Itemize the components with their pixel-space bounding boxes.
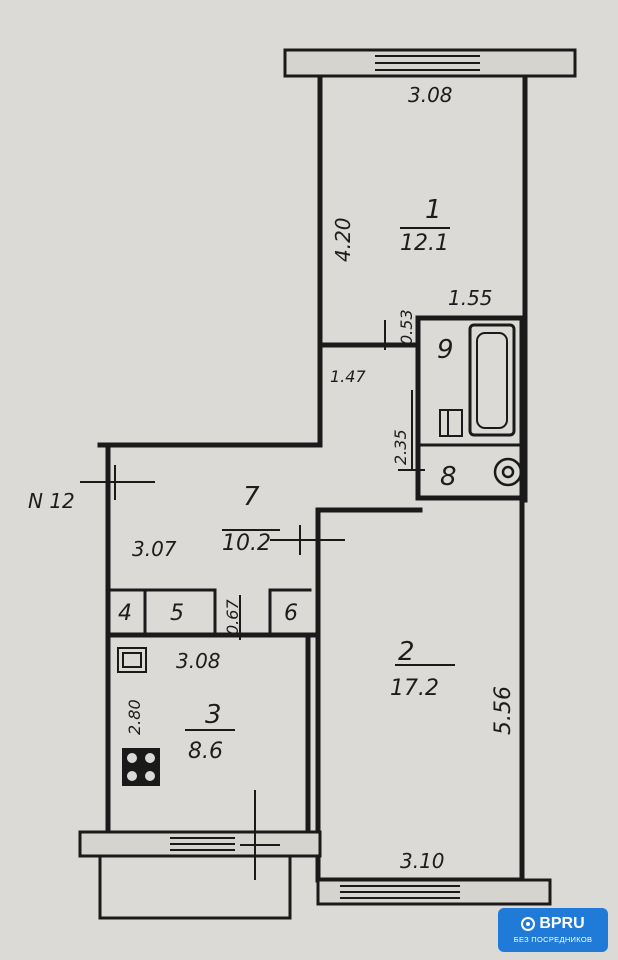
dim-closet-depth: 0.67: [223, 599, 242, 635]
apartment-label: N 12: [28, 489, 75, 513]
bathtub-icon: [468, 323, 516, 437]
room-2-number: 2: [398, 637, 415, 667]
room-8-number: 8: [440, 462, 457, 492]
dim-kitchen-side: 2.80: [125, 699, 144, 735]
dim-kitchen-top: 3.08: [176, 649, 221, 673]
room-7-area: 10.2: [222, 531, 271, 556]
room-3-area: 8.6: [188, 739, 223, 764]
walls: [97, 75, 528, 920]
room-3-number: 3: [205, 700, 222, 730]
dim-bath-side: 2.35: [391, 429, 410, 465]
dimension-labels: 3.08 4.20 1.55 0.53 1.47 2.35 3.07 0.67 …: [28, 83, 516, 873]
dim-hall-width: 3.07: [132, 537, 177, 561]
sink-icon: [439, 409, 463, 437]
dim-room2-side: 5.56: [491, 686, 516, 735]
dim-bath-small: 0.53: [397, 309, 416, 345]
room-7-number: 7: [243, 482, 260, 512]
room-4-number: 4: [118, 601, 132, 626]
dim-room1-top: 3.08: [408, 83, 453, 107]
room-2-area: 17.2: [390, 676, 439, 701]
toilet-icon: [493, 457, 523, 487]
room-labels: 1 12.1 2 17.2 3 8.6 7 10.2 9 8 4 5 6: [118, 195, 457, 764]
brand-logo: BPRU БЕЗ ПОСРЕДНИКОВ: [498, 908, 608, 952]
dim-room2-bottom: 3.10: [400, 849, 445, 873]
stove-icon: [122, 748, 160, 786]
dim-bath-top: 1.55: [448, 286, 493, 310]
windows: [78, 48, 577, 906]
room-1-area: 12.1: [400, 231, 449, 256]
room-5-number: 5: [170, 601, 184, 626]
brand-tagline: БЕЗ ПОСРЕДНИКОВ: [513, 935, 593, 944]
dim-corridor-small: 1.47: [330, 367, 366, 386]
room-6-number: 6: [284, 601, 298, 626]
room-1-number: 1: [425, 195, 442, 225]
room-9-number: 9: [437, 335, 454, 365]
dim-room1-side: 4.20: [331, 217, 355, 262]
kitchen-sink-icon: [117, 647, 147, 673]
brand-name: BPRU: [539, 915, 585, 932]
dimension-lines: [80, 227, 455, 880]
brand-people-icon: [521, 917, 536, 931]
